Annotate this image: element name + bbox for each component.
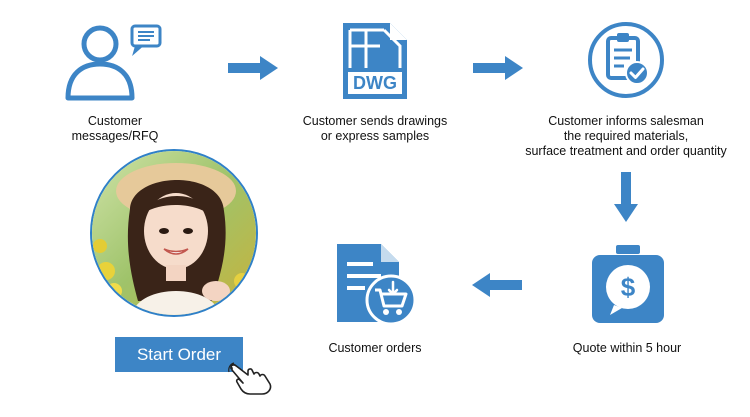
dollar-sign: $ — [621, 272, 636, 302]
step-2-caption-line: Customer sends drawings — [302, 114, 448, 128]
step-4-caption-line: Quote within 5 hour — [572, 341, 682, 355]
quote-dollar-icon: $ — [590, 243, 666, 325]
step-1-caption: Customer messages/RFQ — [40, 114, 190, 144]
pointing-hand-icon — [228, 362, 276, 401]
step-5-caption-line: Customer orders — [328, 341, 422, 355]
dwg-label: DWG — [353, 73, 397, 93]
customer-message-icon — [62, 22, 166, 102]
clipboard-check-icon — [586, 20, 666, 100]
step-5-caption: Customer orders — [300, 341, 450, 356]
customer-portrait-photo — [90, 149, 258, 317]
right-arrow-icon — [473, 56, 523, 85]
left-arrow-icon — [472, 273, 522, 302]
step-2-caption-line: or express samples — [320, 129, 430, 143]
down-arrow-icon — [614, 172, 638, 227]
step-4-caption: Quote within 5 hour — [548, 341, 706, 356]
right-arrow-icon — [228, 56, 278, 85]
step-3-caption-line: Customer informs salesman — [548, 114, 704, 128]
step-3-caption-line: surface treatment and order quantity — [525, 144, 727, 158]
step-3-caption-line: the required materials, — [563, 129, 689, 143]
step-1-caption-line: messages/RFQ — [71, 129, 159, 143]
start-order-button[interactable]: Start Order — [115, 337, 243, 372]
step-1-caption-line: Customer — [87, 114, 143, 128]
step-3-caption: Customer informs salesman the required m… — [508, 114, 744, 159]
dwg-file-icon: DWG — [340, 20, 410, 102]
step-2-caption: Customer sends drawings or express sampl… — [290, 114, 460, 144]
order-cart-icon — [335, 242, 419, 326]
